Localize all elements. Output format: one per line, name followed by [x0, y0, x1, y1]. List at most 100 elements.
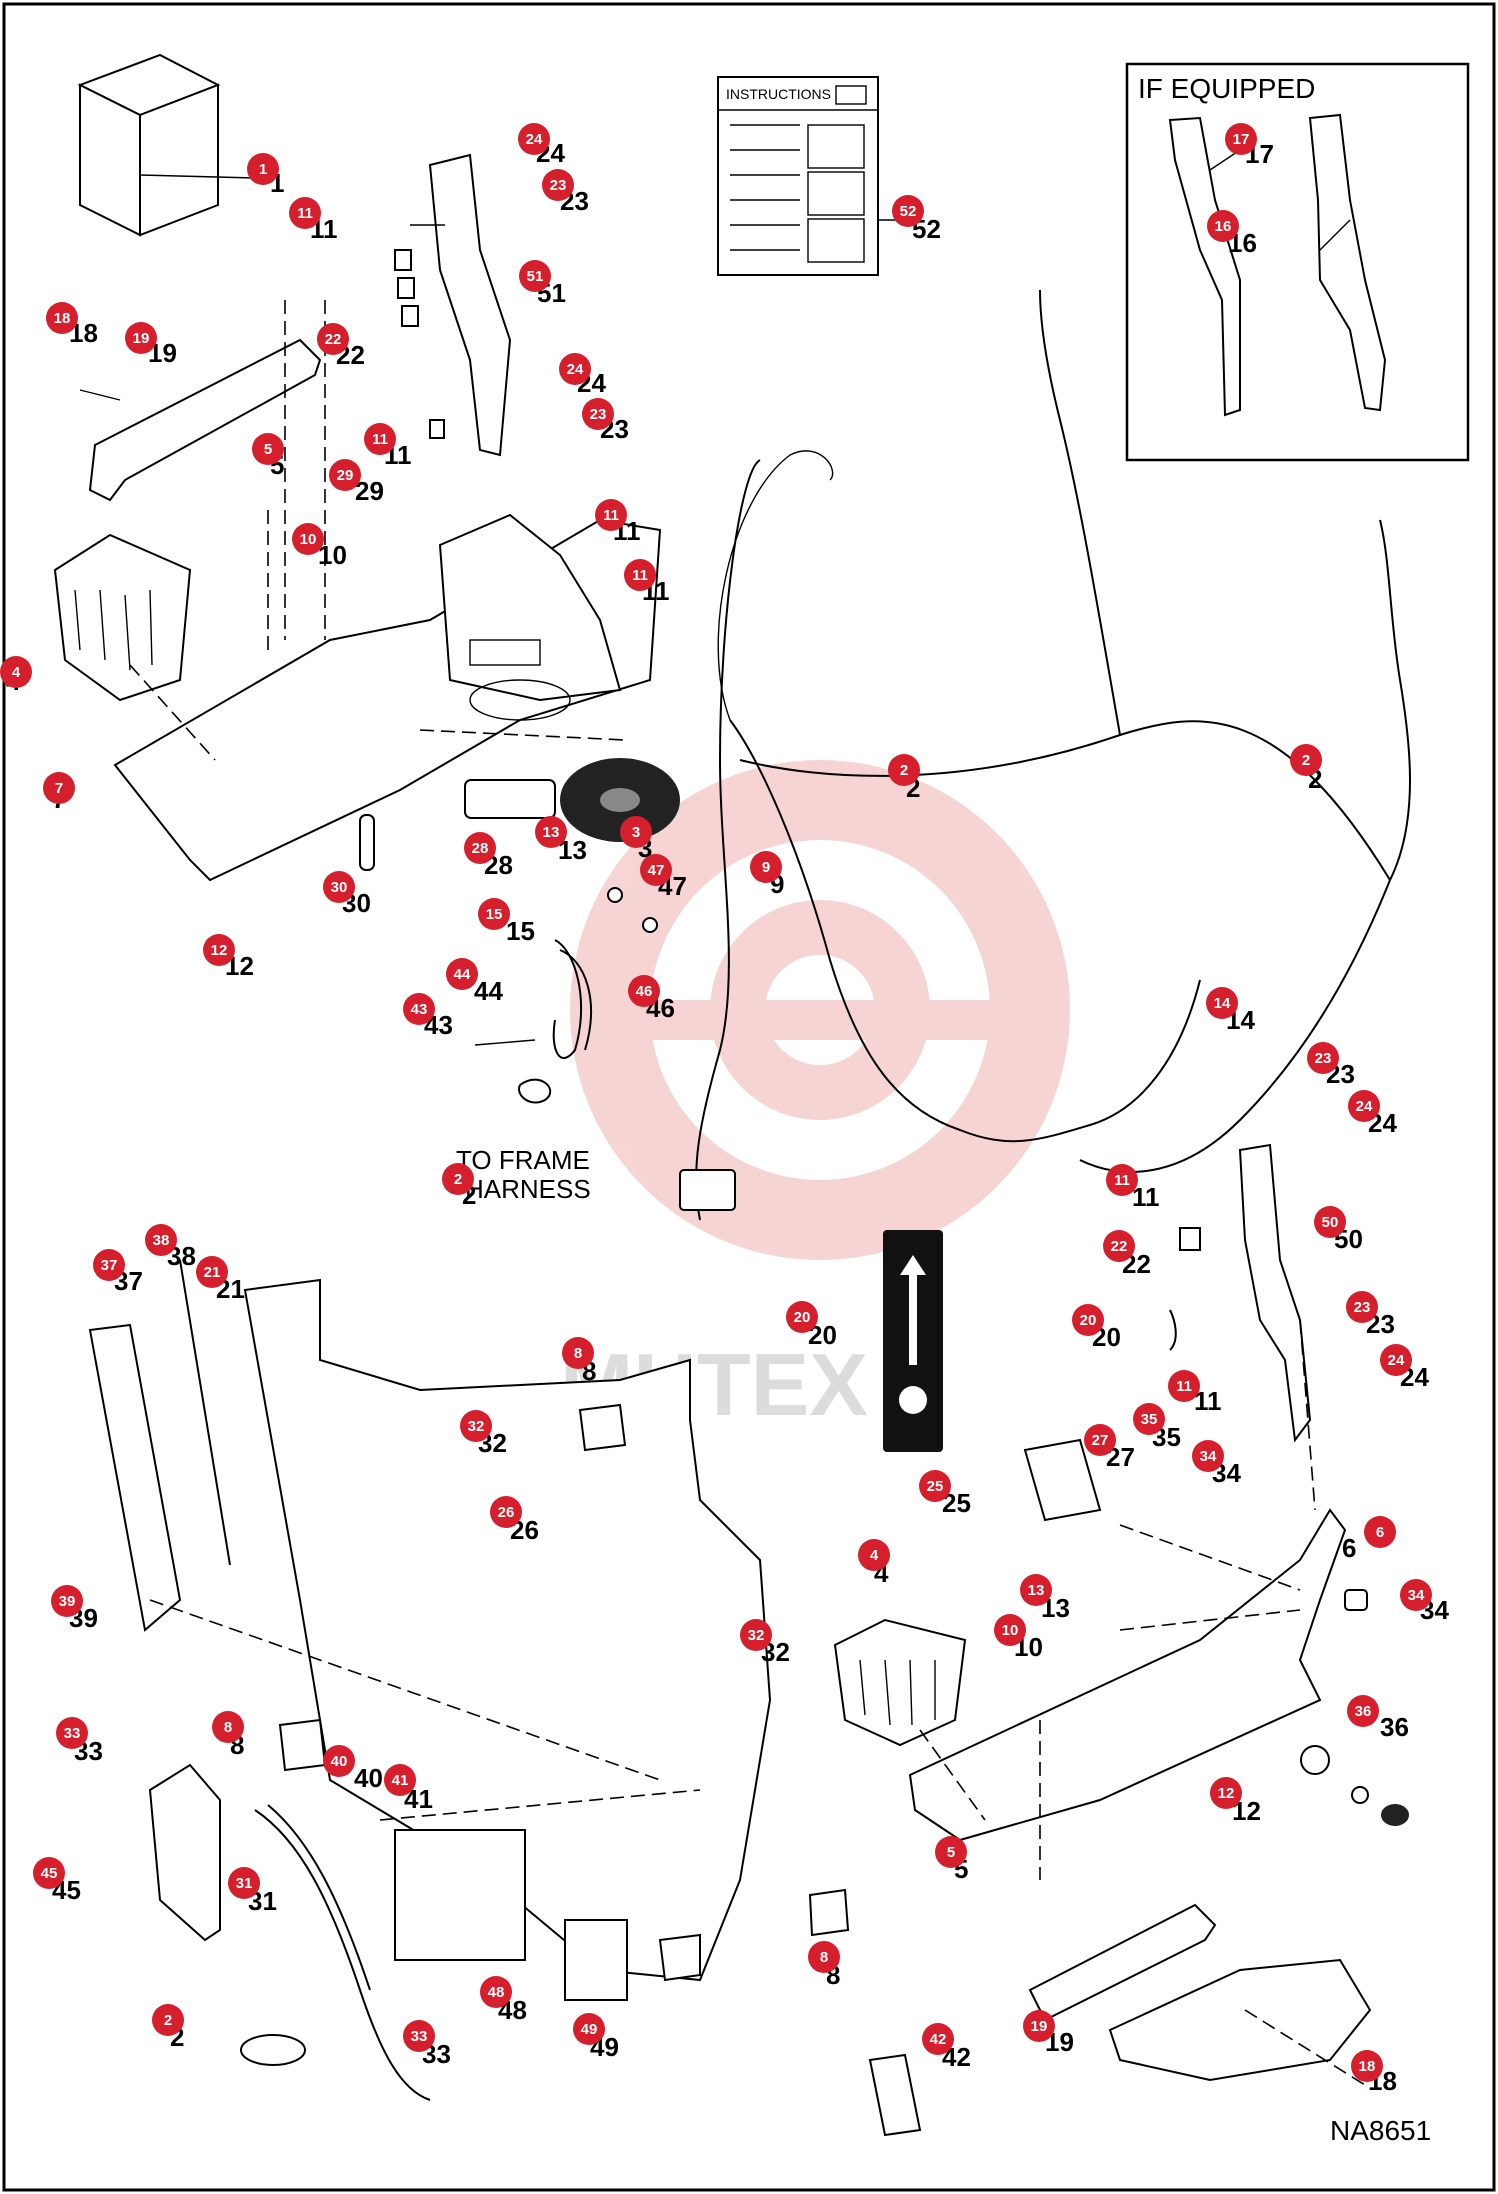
- callout-9: 99: [750, 851, 784, 899]
- part-box: [77, 53, 256, 237]
- bracket-lower-right: [1169, 1143, 1312, 1443]
- callout-8: 88: [562, 1337, 596, 1386]
- callout-dot-number: 27: [1092, 1432, 1109, 1449]
- callout-dot: [252, 433, 284, 465]
- callout-dot: [1290, 744, 1322, 776]
- callout-dot: [460, 1410, 492, 1442]
- callout-number: 36: [1380, 1712, 1409, 1742]
- callout-dot-number: 43: [411, 1001, 428, 1018]
- callout-dot: [152, 2004, 184, 2036]
- plate-upper-left: [79, 338, 322, 502]
- drawing-number: NA8651: [1330, 2115, 1431, 2146]
- instructions-booklet: INSTRUCTIONS: [717, 76, 905, 276]
- callout-number: 11: [1132, 1182, 1160, 1212]
- callout-dot-number: 11: [1114, 1172, 1130, 1189]
- callout-7: 77: [43, 772, 75, 814]
- guide-lines: [129, 300, 1366, 2086]
- callout-dot: [464, 832, 496, 864]
- callout-2: 22: [442, 1163, 476, 1210]
- callout-dot: [892, 195, 924, 227]
- callout-dot: [1314, 1206, 1346, 1238]
- callout-dot-number: 20: [1080, 1312, 1097, 1329]
- callout-dot: [490, 1496, 522, 1528]
- callout-dot-number: 4: [870, 1547, 879, 1564]
- callout-dot: [480, 1976, 512, 2008]
- callout-dot: [43, 772, 75, 804]
- callout-dot-number: 2: [900, 762, 908, 779]
- callout-8: 88: [808, 1941, 840, 1990]
- callout-dot: [247, 153, 279, 185]
- callout-dot-number: 38: [153, 1232, 170, 1249]
- callout-dot-number: 25: [927, 1478, 944, 1495]
- callout-dot-number: 24: [1388, 1352, 1405, 1369]
- callout-dot-number: 41: [392, 1772, 409, 1789]
- callout-dot-number: 34: [1200, 1448, 1217, 1465]
- callout-dot-number: 35: [1141, 1411, 1158, 1428]
- callout-dot: [535, 816, 567, 848]
- callout-dot-number: 48: [488, 1984, 505, 2001]
- parts-28-3: [464, 758, 680, 842]
- callout-dot: [212, 1711, 244, 1743]
- callout-dot-number: 39: [59, 1593, 76, 1610]
- callout-dot-number: 37: [101, 1257, 118, 1274]
- callout-dot: [196, 1256, 228, 1288]
- callout-dot: [620, 816, 652, 848]
- callout-2: 22: [1290, 744, 1322, 794]
- callout-dot-number: 23: [1354, 1299, 1371, 1316]
- storage-bin-lower: [833, 1618, 967, 1747]
- callout-dot: [559, 353, 591, 385]
- callout-dot: [1348, 1090, 1380, 1122]
- if-equipped-inset: IF EQUIPPED: [1125, 62, 1470, 462]
- callout-dot-number: 6: [1376, 1524, 1384, 1541]
- callout-dot: [1380, 1344, 1412, 1376]
- callout-dot: [145, 1224, 177, 1256]
- callout-dot: [446, 958, 478, 990]
- callout-3: 33: [620, 816, 652, 863]
- callout-dot: [1225, 123, 1257, 155]
- callout-dot: [1351, 2050, 1383, 2082]
- callout-dot: [628, 975, 660, 1007]
- callout-dot: [46, 302, 78, 334]
- callout-dot: [56, 1717, 88, 1749]
- loader-frame: [88, 1259, 922, 2137]
- callout-dot-number: 24: [526, 131, 543, 148]
- callout-dot-number: 45: [41, 1865, 58, 1882]
- callout-number: 15: [506, 916, 535, 946]
- callout-dot-number: 46: [636, 983, 653, 1000]
- callout-dot: [1103, 1230, 1135, 1262]
- callout-dot: [1346, 1291, 1378, 1323]
- callout-2: 22: [152, 2004, 184, 2052]
- callout-dot: [0, 656, 32, 688]
- console-housing-upper: [113, 513, 662, 882]
- callout-dot-number: 10: [300, 531, 317, 548]
- callout-dot-number: 30: [331, 879, 348, 896]
- callout-dot-number: 34: [1408, 1587, 1425, 1604]
- callout-dot: [1072, 1304, 1104, 1336]
- lower-left-brackets: [148, 1763, 431, 2101]
- callout-dot-number: 4: [12, 664, 21, 681]
